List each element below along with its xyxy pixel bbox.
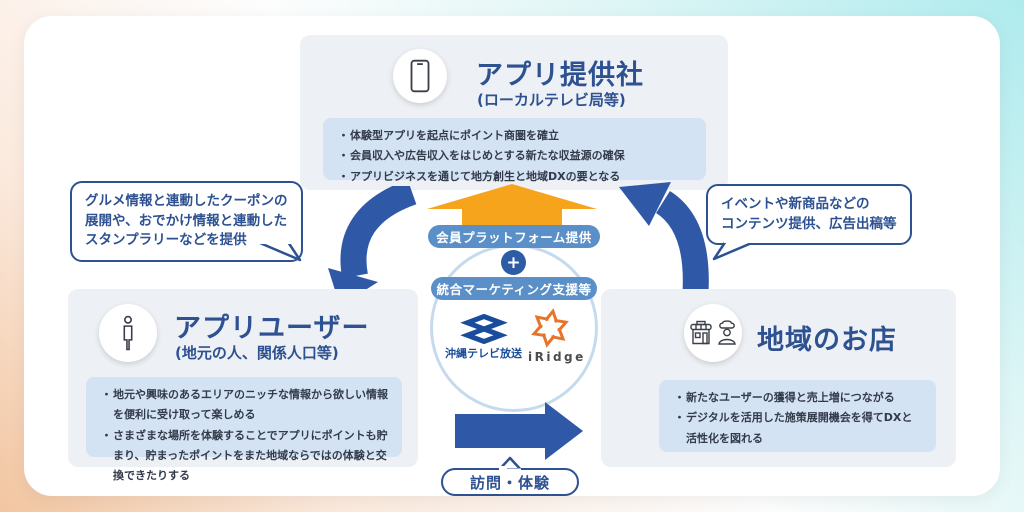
list-item: ・会員収入や広告収入をはじめとする新たな収益源の確保 bbox=[337, 146, 692, 166]
list-item: ・新たなユーザーの獲得と売上増につながる bbox=[673, 388, 922, 408]
app-user-subtitle: (地元の人、関係人口等) bbox=[175, 344, 339, 362]
local-shop-bullet-1: 新たなユーザーの獲得と売上増につながる bbox=[686, 391, 895, 404]
bullet-marker: ・ bbox=[674, 391, 685, 404]
local-shop-avatar bbox=[684, 304, 742, 362]
coupon-callout-bubble: グルメ情報と連動したクーポンの 展開や、おでかけ情報と連動した スタンプラリーな… bbox=[70, 181, 303, 262]
app-user-bullet-1: 地元や興味のあるエリアのニッチな情報から欲しい情報を便利に受け取って楽しめる bbox=[113, 388, 388, 422]
app-user-title: アプリユーザー bbox=[174, 313, 370, 344]
coupon-callout-tail bbox=[258, 241, 302, 262]
smartphone-icon bbox=[405, 59, 435, 93]
coupon-callout-line-2: 展開や、おでかけ情報と連動した bbox=[85, 212, 288, 229]
list-item: ・アプリビジネスを通じて地方創生と地域DXの要となる bbox=[337, 167, 692, 187]
bullet-marker: ・ bbox=[101, 388, 112, 401]
content-callout-line-1: イベントや新商品などの bbox=[721, 196, 870, 212]
chef-icon bbox=[716, 320, 738, 346]
app-provider-subtitle: (ローカルテレビ局等) bbox=[477, 91, 626, 109]
bullet-marker: ・ bbox=[101, 428, 112, 442]
bullet-marker: ・ bbox=[338, 129, 349, 142]
local-shop-bullet-2: デジタルを活用した施策展開機会を得てDXと活性化を図れる bbox=[686, 411, 913, 445]
app-provider-benefits-box: ・体験型アプリを起点にポイント商圏を確立 ・会員収入や広告収入をはじめとする新た… bbox=[323, 118, 706, 183]
app-provider-section: ・体験型アプリを起点にポイント商圏を確立 ・会員収入や広告収入をはじめとする新た… bbox=[300, 35, 728, 190]
list-item: ・体験型アプリを起点にポイント商圏を確立 bbox=[337, 126, 692, 146]
app-provider-bullet-1: 体験型アプリを起点にポイント商圏を確立 bbox=[350, 129, 559, 142]
iridge-logo-icon bbox=[527, 306, 573, 350]
list-item: ・地元や興味のあるエリアのニッチな情報から欲しい情報を便利に受け取って楽しめる bbox=[100, 385, 388, 426]
app-provider-avatar bbox=[393, 49, 447, 103]
app-user-section: ・地元や興味のあるエリアのニッチな情報から欲しい情報を便利に受け取って楽しめる … bbox=[68, 289, 418, 482]
app-user-bullet-2: さまざまな場所を体験することでアプリにポイントも貯まり、貯まったポイントをまた地… bbox=[113, 428, 388, 483]
otv-logo-text: 沖縄テレビ放送 bbox=[445, 347, 522, 360]
content-callout-line-2: コンテンツ提供、広告出稿等 bbox=[721, 215, 897, 232]
bullet-marker: ・ bbox=[338, 149, 349, 163]
platform-badge-top: 会員プラットフォーム提供 bbox=[428, 225, 600, 248]
content-callout-tail bbox=[712, 240, 758, 261]
bullet-marker: ・ bbox=[338, 169, 349, 183]
coupon-callout-line-3: スタンプラリーなどを提供 bbox=[85, 232, 247, 249]
list-item: ・デジタルを活用した施策展開機会を得てDXと活性化を図れる bbox=[673, 408, 922, 449]
app-provider-bullet-3: アプリビジネスを通じて地方創生と地域DXの要となる bbox=[350, 169, 621, 183]
coupon-callout-line-1: グルメ情報と連動したクーポンの bbox=[85, 193, 288, 209]
visit-flow-arrow bbox=[455, 402, 583, 460]
local-shop-title: 地域のお店 bbox=[757, 325, 897, 356]
list-item: ・さまざまな場所を体験することでアプリにポイントも貯まり、貯まったポイントをまた… bbox=[100, 426, 388, 487]
plus-icon: + bbox=[501, 250, 526, 275]
local-shop-section: ・新たなユーザーの獲得と売上増につながる ・デジタルを活用した施策展開機会を得て… bbox=[601, 289, 956, 467]
local-shop-benefits-box: ・新たなユーザーの獲得と売上増につながる ・デジタルを活用した施策展開機会を得て… bbox=[659, 380, 936, 452]
app-provider-bullet-2: 会員収入や広告収入をはじめとする新たな収益源の確保 bbox=[350, 149, 625, 163]
app-user-avatar bbox=[99, 304, 157, 362]
visit-label-tail-mask bbox=[499, 466, 521, 474]
app-user-benefits-box: ・地元や興味のあるエリアのニッチな情報から欲しい情報を便利に受け取って楽しめる … bbox=[86, 377, 402, 482]
content-callout-bubble: イベントや新商品などの コンテンツ提供、広告出稿等 bbox=[706, 184, 912, 246]
shop-to-provider-arrow bbox=[619, 182, 709, 302]
otv-logo-icon bbox=[460, 314, 508, 344]
app-provider-title: アプリ提供社 bbox=[476, 60, 644, 91]
storefront-icon bbox=[689, 320, 713, 346]
iridge-logo-text: iRidge bbox=[528, 350, 586, 364]
bullet-marker: ・ bbox=[674, 411, 685, 425]
person-icon bbox=[115, 315, 141, 351]
platform-badge-bottom: 統合マーケティング支援等 bbox=[431, 277, 597, 300]
